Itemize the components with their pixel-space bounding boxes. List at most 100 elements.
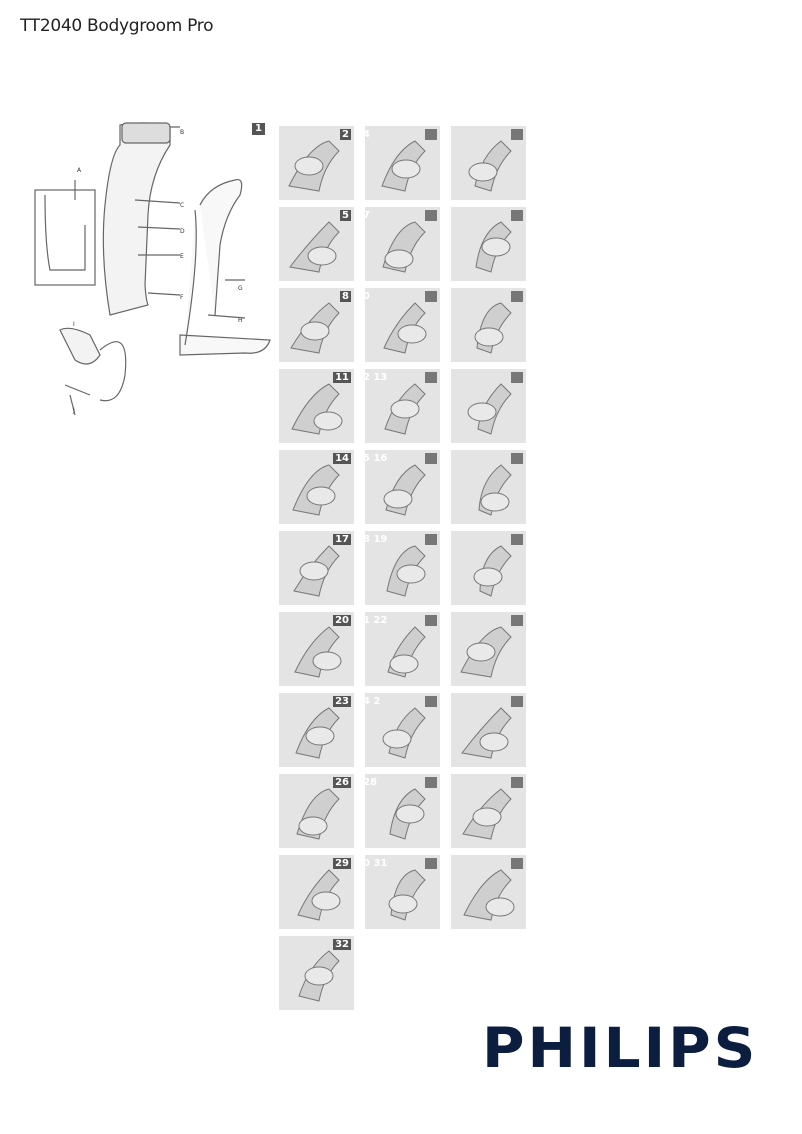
philips-logo: PHILIPS	[482, 1015, 759, 1081]
step-number: 1 22	[365, 615, 388, 626]
step-illustration: 17	[279, 531, 354, 605]
step-number: 29	[333, 858, 351, 869]
step-illustration: 8 19	[365, 531, 440, 605]
step-badge	[511, 777, 523, 788]
step-illustration	[451, 288, 526, 362]
step-badge	[511, 534, 523, 545]
step-badge	[425, 696, 437, 707]
step-drawing	[288, 140, 340, 192]
step-drawing	[382, 707, 426, 759]
step-drawing	[293, 545, 340, 597]
step-number: 8	[340, 291, 351, 302]
step-drawing	[462, 788, 512, 840]
step-badge	[511, 615, 523, 626]
step-number: 8 19	[365, 534, 388, 545]
step-illustration	[451, 207, 526, 281]
label-g: G	[238, 285, 243, 292]
step-drawing	[382, 221, 426, 273]
step-badge	[425, 372, 437, 383]
step-drawing	[388, 869, 426, 921]
step-number: 20	[333, 615, 351, 626]
step-number: 11	[333, 372, 351, 383]
label-b: B	[180, 129, 184, 136]
step-badge	[425, 534, 437, 545]
step-illustration	[451, 450, 526, 524]
step-number: 23	[333, 696, 351, 707]
step-drawing	[291, 383, 343, 435]
step-number: 26	[333, 777, 351, 788]
step-badge	[425, 777, 437, 788]
step-drawing	[474, 302, 512, 354]
step-illustration: 23	[279, 693, 354, 767]
step-number: 5 16	[365, 453, 388, 464]
step-number: 2	[340, 129, 351, 140]
step-drawing	[295, 707, 340, 759]
step-number: 28	[365, 777, 377, 788]
step-illustration	[451, 774, 526, 848]
label-e: E	[180, 253, 184, 260]
step-number: 4	[365, 129, 370, 140]
step-badge	[511, 210, 523, 221]
step-drawing	[386, 545, 426, 597]
label-f: F	[180, 294, 184, 301]
step-number: 14	[333, 453, 351, 464]
step-drawing	[384, 383, 426, 435]
step-illustration: 5	[279, 207, 354, 281]
step-number: 0	[365, 291, 370, 302]
step-drawing	[297, 869, 341, 921]
step-badge	[511, 129, 523, 140]
step-illustration: 26	[279, 774, 354, 848]
step-number: 7	[365, 210, 370, 221]
step-illustration	[451, 531, 526, 605]
step-drawing	[294, 626, 342, 678]
document-title: TT2040 Bodygroom Pro	[20, 16, 214, 36]
step-badge	[511, 372, 523, 383]
step-illustration	[451, 369, 526, 443]
label-a: A	[77, 167, 82, 174]
step-badge	[425, 858, 437, 869]
step-drawing	[461, 707, 512, 759]
step-badge	[425, 453, 437, 464]
step-badge	[425, 210, 437, 221]
step-illustration: 4 2	[365, 693, 440, 767]
step-number: 2 13	[365, 372, 388, 383]
step-number: 5	[340, 210, 351, 221]
step-illustration: 29	[279, 855, 354, 929]
step-drawing	[473, 545, 512, 597]
step-badge	[511, 858, 523, 869]
label-c: C	[180, 202, 184, 209]
step-number: 17	[333, 534, 351, 545]
step-badge	[425, 129, 437, 140]
step-illustration: 2	[279, 126, 354, 200]
step-drawing	[467, 383, 512, 435]
step-drawing	[468, 140, 512, 192]
step-drawing	[463, 869, 515, 921]
product-overview-illustration: A B C D E F G H I J	[34, 122, 271, 415]
step-badge	[425, 291, 437, 302]
label-d: D	[180, 228, 185, 235]
step-illustration	[451, 693, 526, 767]
step-illustration: 20	[279, 612, 354, 686]
step-drawing	[383, 464, 426, 516]
step-illustration: 8	[279, 288, 354, 362]
step-drawing	[475, 221, 512, 273]
step-illustration: 5 16	[365, 450, 440, 524]
step-number: 0 31	[365, 858, 388, 869]
step-badge	[511, 291, 523, 302]
step-drawing	[381, 140, 426, 192]
step-drawing	[383, 302, 427, 354]
step-illustration	[451, 126, 526, 200]
step-illustration: 14	[279, 450, 354, 524]
step-drawing	[298, 950, 340, 1002]
label-j: J	[72, 407, 75, 414]
step-badge	[511, 453, 523, 464]
step-drawing	[292, 464, 340, 516]
step-illustration: 32	[279, 936, 354, 1010]
step-drawing	[460, 626, 512, 678]
step-drawing	[290, 302, 340, 354]
step-drawing	[478, 464, 512, 516]
step-drawing	[387, 626, 426, 678]
step-illustration: 0	[365, 288, 440, 362]
step-number: 32	[333, 939, 351, 950]
step-illustration: 1 22	[365, 612, 440, 686]
